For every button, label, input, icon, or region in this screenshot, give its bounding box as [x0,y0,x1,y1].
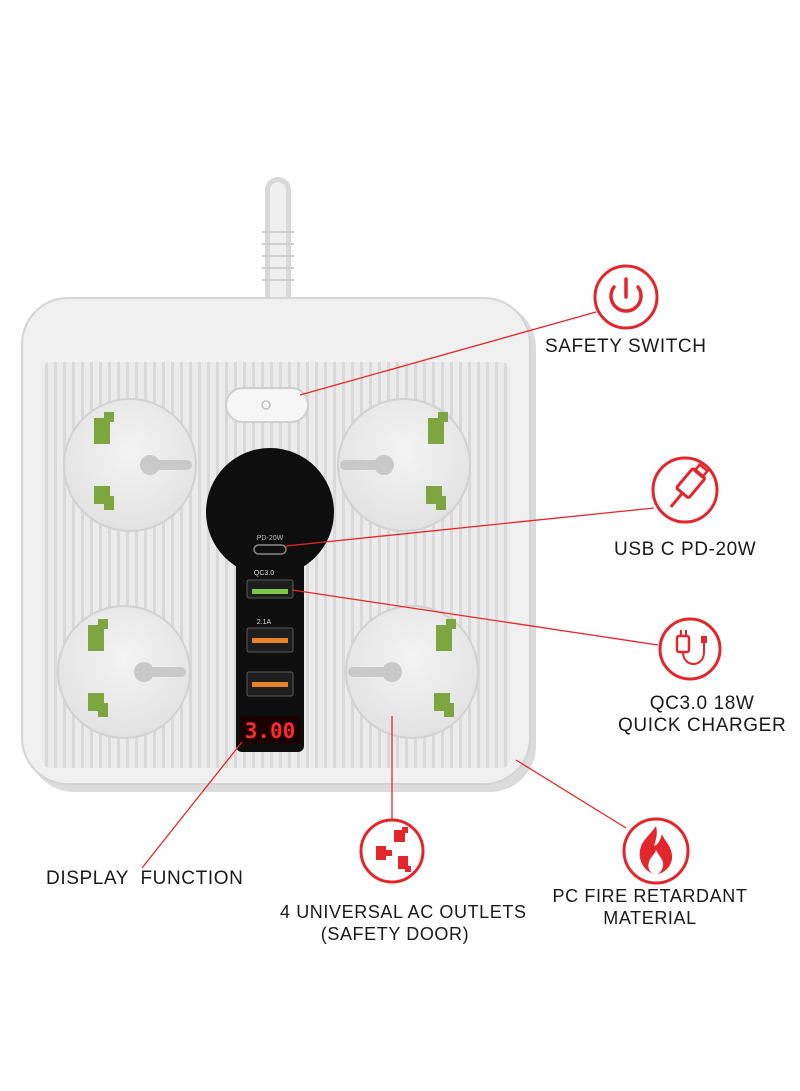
safety-switch-button[interactable] [225,387,309,423]
leader-lines [141,311,659,869]
usb-port-upper[interactable]: 2.1A [246,619,294,653]
label-outlets-line1: 4 UNIVERSAL AC OUTLETS [280,902,527,922]
flame-icon [622,817,690,885]
socket-pins-icon [359,818,425,884]
display-reading: 3.00 [245,719,296,743]
usb-port-lower[interactable] [246,671,294,697]
ac-socket-top-left [63,398,197,532]
label-safety-switch: SAFETY SWITCH [545,336,707,357]
label-qc-line2: QUICK CHARGER [618,715,787,736]
usb-port-label: 2.1A [257,619,272,626]
pd-port-label: PD-20W [257,535,284,542]
label-ac-outlets: 4 UNIVERSAL AC OUTLETS (SAFETY DOOR) [280,901,527,945]
qc-usb-port[interactable]: QC3.0 [246,570,294,599]
power-cable [262,177,294,313]
label-fire-line2: MATERIAL [603,908,697,928]
ac-socket-bottom-right [345,605,479,739]
usb-cable-icon [651,456,719,524]
label-usb-c: USB C PD-20W [614,539,757,560]
charger-plug-icon [658,617,722,681]
label-qc-charger: QC3.0 18W QUICK CHARGER [618,693,786,737]
voltage-display: 3.00 [240,716,300,744]
ac-socket-top-right [337,398,471,532]
power-icon [593,264,659,330]
label-fire-line1: PC FIRE RETARDANT [552,886,748,906]
ac-socket-bottom-left [57,605,191,739]
label-fire-retardant: PC FIRE RETARDANT MATERIAL [550,885,750,929]
label-display-function: DISPLAY FUNCTION [46,868,244,889]
qc-port-label: QC3.0 [254,570,274,577]
usb-c-port[interactable]: PD-20W [253,535,287,555]
label-qc-line1: QC3.0 18W [649,693,755,714]
label-outlets-line2: (SAFETY DOOR) [320,924,470,944]
